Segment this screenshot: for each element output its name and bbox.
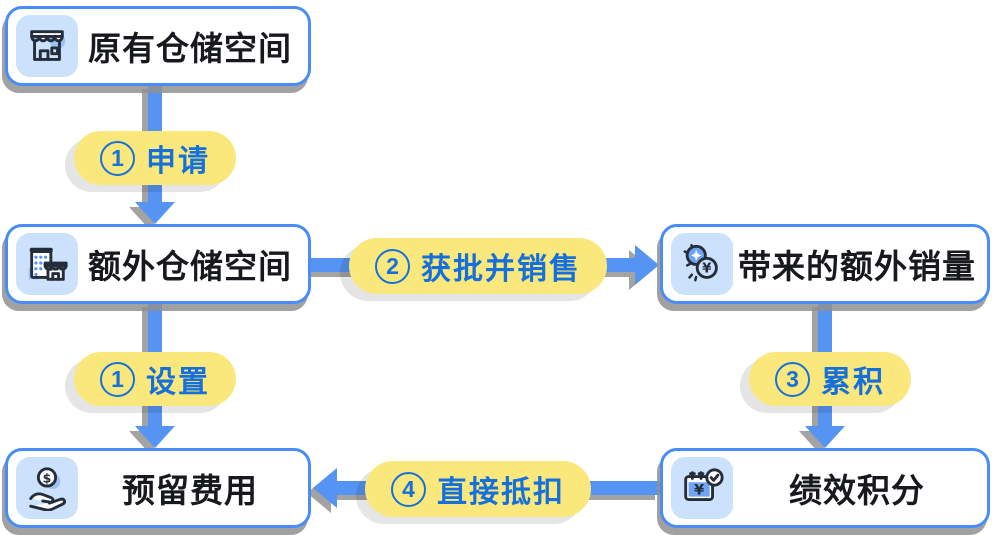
node-label: 原有仓储空间 (88, 30, 292, 67)
step-text: 申请 (146, 145, 210, 178)
step-number-circle: 3 (775, 361, 810, 397)
arrow-head-down-icon (135, 426, 175, 448)
step-text: 设置 (146, 366, 210, 399)
step-text: 直接抵扣 (437, 476, 565, 509)
node-extra-sales: ¥ 带来的额外销量 (660, 224, 990, 304)
step-number-circle: 1 (100, 361, 135, 397)
step-setup-label: 1 设置 (74, 352, 236, 406)
svg-text:¥: ¥ (702, 262, 712, 277)
step-number-circle: 1 (100, 140, 135, 176)
building-store-icon (16, 233, 78, 295)
node-label: 带来的额外销量 (738, 248, 976, 285)
node-extra-storage: 额外仓储空间 (5, 224, 311, 304)
node-performance-points: ¥ 绩效积分 (660, 448, 990, 528)
node-original-storage: 原有仓储空间 (5, 6, 311, 86)
step-number-circle: 2 (375, 248, 410, 284)
node-label: 额外仓储空间 (88, 248, 292, 285)
step-deduct-label: 4 直接抵扣 (365, 461, 591, 517)
coins-yuan-icon: ¥ (671, 233, 733, 295)
step-approved-sell-label: 2 获批并销售 (349, 238, 607, 294)
svg-text:$: $ (43, 470, 52, 485)
node-label: 预留费用 (122, 472, 258, 509)
arrow-head-right-icon (635, 245, 659, 285)
calendar-check-icon: ¥ (671, 457, 733, 519)
storefront-icon (16, 15, 78, 77)
svg-text:¥: ¥ (694, 483, 704, 499)
step-number-circle: 4 (391, 471, 426, 507)
node-reserved-fee: $ 预留费用 (5, 448, 311, 528)
step-apply-label: 1 申请 (74, 131, 236, 185)
step-text: 获批并销售 (421, 253, 581, 286)
arrow-head-left-icon (313, 468, 337, 508)
arrow-head-down-icon (135, 202, 175, 224)
arrow-head-down-icon (805, 426, 845, 448)
hand-coin-icon: $ (16, 457, 78, 519)
step-accumulate-label: 3 累积 (749, 352, 911, 406)
node-label: 绩效积分 (789, 472, 925, 509)
step-text: 累积 (821, 366, 885, 399)
